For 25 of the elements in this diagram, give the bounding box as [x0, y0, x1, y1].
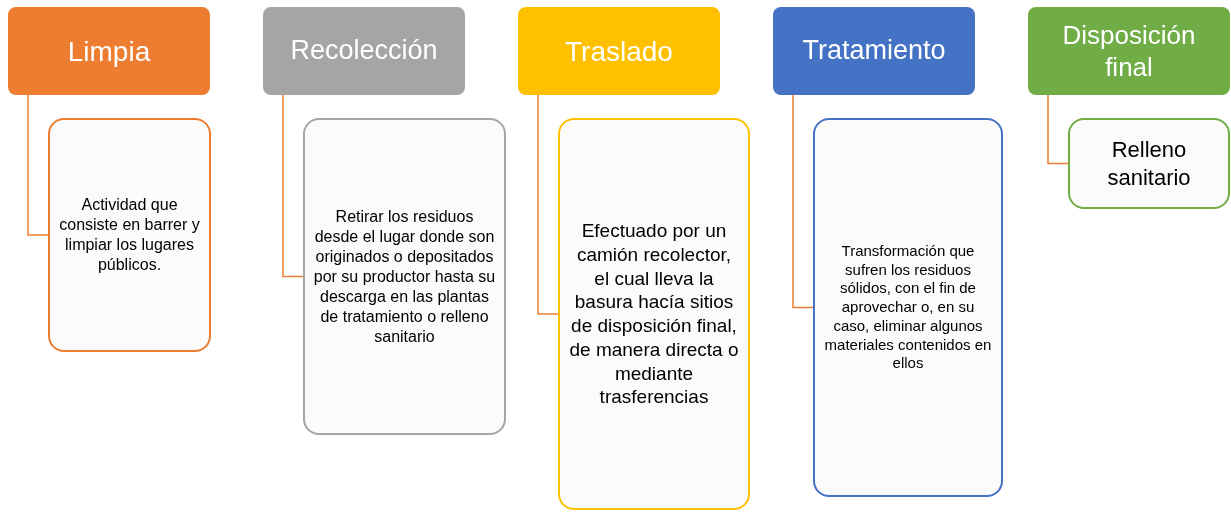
stage-header: [1028, 7, 1230, 95]
description-card: [48, 118, 211, 352]
connector-line: [792, 94, 814, 309]
description-card: [558, 118, 750, 510]
connector-line: [537, 94, 559, 315]
stage-title: Tratamiento: [802, 34, 946, 68]
stage-header: [263, 7, 465, 95]
connector-line: [1047, 94, 1069, 165]
connector-line: [27, 94, 49, 236]
stage-title: Traslado: [565, 34, 673, 69]
description-text: Efectuado por un camión recolector, el cual lleva la basura hacía sitios de disposición final, de manera directa o mediante trasferencias: [568, 219, 740, 409]
stage-header: [773, 7, 975, 95]
stage-header: [518, 7, 720, 95]
stage-title: Recolección: [290, 34, 438, 68]
description-text: Transformación que sufren los residuos sólidos, con el fin de aprovechar o, en su caso, eliminar algunos materiales contenidos en ellos: [823, 241, 993, 374]
description-text: Relleno sanitario: [1106, 136, 1192, 191]
stage-header: [8, 7, 210, 95]
description-text: Actividad que consiste en barrer y limpiar los lugares públicos.: [58, 195, 201, 275]
description-text: Retirar los residuos desde el lugar donde son originados o depositados por su productor hasta su descarga en las plantas de tratamiento o relleno sanitario: [313, 206, 496, 347]
stage-title: Limpia: [67, 34, 151, 69]
description-card: [1068, 118, 1230, 209]
stage-title: Disposición final: [1061, 18, 1197, 84]
description-card: [813, 118, 1003, 497]
description-card: [303, 118, 506, 435]
connector-line: [282, 94, 304, 278]
